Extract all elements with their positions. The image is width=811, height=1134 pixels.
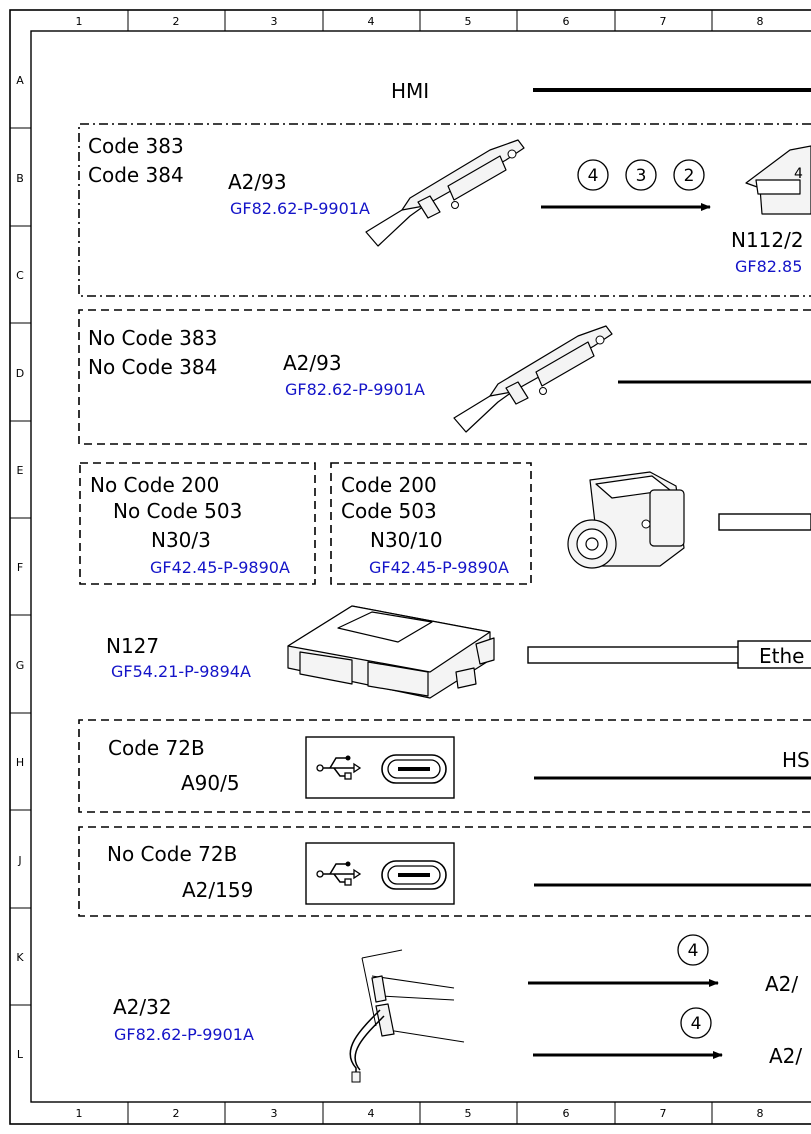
esp-unit-drawing bbox=[567, 471, 685, 569]
bus-bar-g bbox=[527, 646, 740, 664]
svg-text:4: 4 bbox=[691, 1014, 702, 1034]
row-ticks bbox=[10, 127, 31, 1006]
row-label: G bbox=[16, 659, 25, 672]
code-503-label: Code 503 bbox=[341, 499, 437, 523]
usb-symbol-icon bbox=[316, 755, 362, 780]
antenna-module-drawing-d bbox=[453, 325, 613, 433]
a2-159-label: A2/159 bbox=[182, 878, 253, 902]
col-label: 4 bbox=[368, 1107, 375, 1120]
column-ticks bbox=[127, 10, 713, 1124]
n30-3-ref: GF42.45-P-9890A bbox=[150, 558, 290, 577]
col-label: 7 bbox=[660, 15, 667, 28]
col-label: 7 bbox=[660, 1107, 667, 1120]
ethernet-label: Ethe bbox=[759, 644, 804, 668]
a2-93-ref-d: GF82.62-P-9901A bbox=[285, 380, 425, 399]
n30-10-ref: GF42.45-P-9890A bbox=[369, 558, 509, 577]
n112-module-mark: 4 bbox=[794, 166, 803, 182]
a2-93-label-d: A2/93 bbox=[283, 351, 342, 375]
a2-93-ref: GF82.62-P-9901A bbox=[230, 199, 370, 218]
a2-target-bottom: A2/ bbox=[769, 1044, 802, 1068]
row-label: J bbox=[17, 854, 21, 867]
col-label: 2 bbox=[173, 15, 180, 28]
n127-module-drawing bbox=[287, 605, 495, 699]
row-label: B bbox=[16, 172, 24, 185]
usb-c-port-icon bbox=[381, 754, 447, 784]
column-labels-bottom: 1 2 3 4 5 6 7 8 bbox=[76, 1107, 764, 1120]
col-label: 1 bbox=[76, 15, 83, 28]
no-code-200-label: No Code 200 bbox=[90, 473, 219, 497]
circle-badge: 2 bbox=[673, 159, 705, 191]
circle-badge: 4 bbox=[677, 934, 709, 966]
col-label: 6 bbox=[563, 1107, 570, 1120]
ethernet-label-box bbox=[737, 640, 811, 669]
code-72b-label: Code 72B bbox=[108, 736, 205, 760]
no-code-383-box bbox=[78, 309, 811, 445]
col-label: 5 bbox=[465, 15, 472, 28]
no-code-384-label: No Code 384 bbox=[88, 355, 217, 379]
col-label: 4 bbox=[368, 15, 375, 28]
svg-text:2: 2 bbox=[684, 166, 695, 186]
row-label: F bbox=[17, 561, 23, 574]
row-label: H bbox=[16, 756, 24, 769]
column-labels-top: 1 2 3 4 5 6 7 8 bbox=[76, 15, 764, 28]
a2-32-label: A2/32 bbox=[113, 995, 172, 1019]
n127-ref: GF54.21-P-9894A bbox=[111, 662, 251, 681]
bus-bar-e bbox=[718, 513, 811, 531]
a90-5-label: A90/5 bbox=[181, 771, 240, 795]
usb-c-port-icon bbox=[381, 860, 447, 890]
row-label: E bbox=[17, 464, 24, 477]
no-code-503-label: No Code 503 bbox=[113, 499, 242, 523]
row-label: D bbox=[16, 367, 24, 380]
no-code-72b-label: No Code 72B bbox=[107, 842, 237, 866]
inner-frame bbox=[30, 30, 811, 1103]
col-label: 8 bbox=[757, 1107, 764, 1120]
col-label: 3 bbox=[271, 1107, 278, 1120]
code-200-label: Code 200 bbox=[341, 473, 437, 497]
hs-bus-label: HS bbox=[782, 748, 810, 772]
row-label: L bbox=[17, 1048, 24, 1061]
row-label: A bbox=[16, 74, 24, 87]
no-code-72b-box bbox=[78, 826, 811, 917]
code-383-box bbox=[78, 123, 811, 297]
col-label: 3 bbox=[271, 15, 278, 28]
code-72b-box bbox=[78, 719, 811, 813]
col-label: 8 bbox=[757, 15, 764, 28]
circle-badge: 3 bbox=[625, 159, 657, 191]
col-label: 5 bbox=[465, 1107, 472, 1120]
n112-label: N112/2 bbox=[731, 228, 804, 252]
code-200-box bbox=[330, 462, 532, 585]
code-384-label: Code 384 bbox=[88, 163, 184, 187]
svg-text:4: 4 bbox=[588, 166, 599, 186]
n30-3-label: N30/3 bbox=[151, 528, 211, 552]
no-code-383-label: No Code 383 bbox=[88, 326, 217, 350]
circle-badge: 4 bbox=[577, 159, 609, 191]
row-label: C bbox=[16, 269, 24, 282]
a2-93-label: A2/93 bbox=[228, 170, 287, 194]
hmi-label: HMI bbox=[391, 79, 429, 103]
circle-badge: 4 bbox=[680, 1007, 712, 1039]
antenna-module-drawing bbox=[365, 139, 525, 247]
no-code-200-box bbox=[79, 462, 316, 585]
n112-module-drawing: 4 bbox=[745, 145, 811, 215]
antenna-amplifier-drawing bbox=[349, 949, 465, 1083]
row-label: K bbox=[16, 951, 24, 964]
col-label: 6 bbox=[563, 15, 570, 28]
col-label: 1 bbox=[76, 1107, 83, 1120]
n112-ref: GF82.85 bbox=[735, 257, 802, 276]
n30-10-label: N30/10 bbox=[370, 528, 443, 552]
a2-target-top: A2/ bbox=[765, 972, 798, 996]
svg-text:3: 3 bbox=[636, 166, 647, 186]
row-labels: A B C D E F G H J K L bbox=[16, 74, 25, 1061]
col-label: 2 bbox=[173, 1107, 180, 1120]
svg-text:4: 4 bbox=[688, 941, 699, 961]
a2-32-ref: GF82.62-P-9901A bbox=[114, 1025, 254, 1044]
code-383-label: Code 383 bbox=[88, 134, 184, 158]
usb-symbol-icon bbox=[316, 861, 362, 886]
n127-label: N127 bbox=[106, 634, 159, 658]
